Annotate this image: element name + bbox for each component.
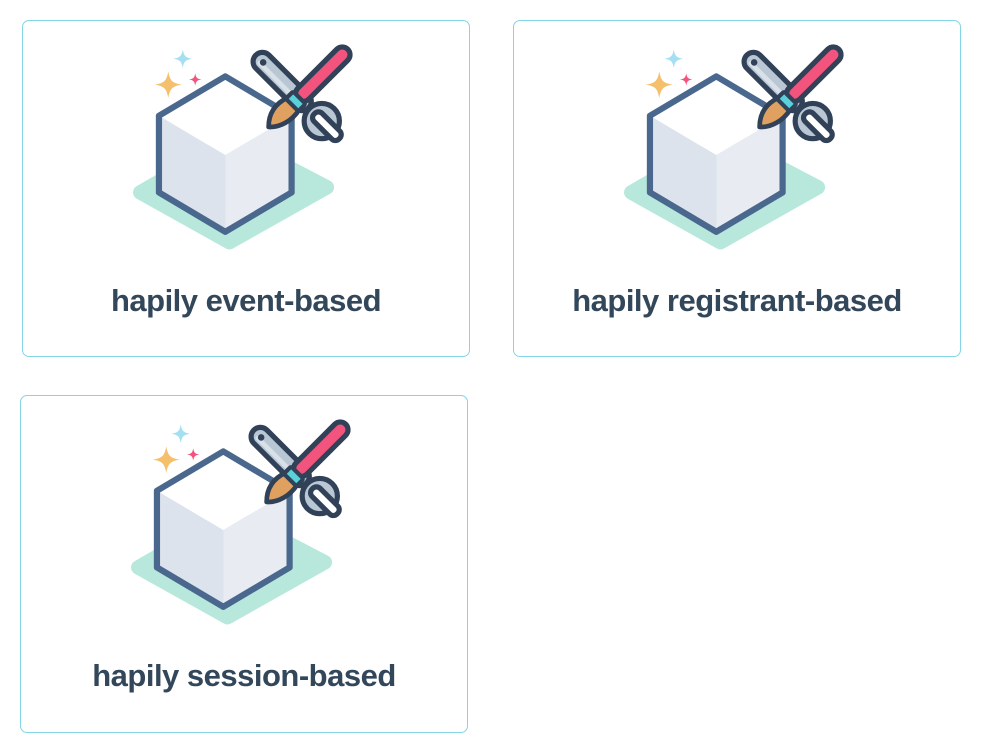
custom-object-builder-icon — [132, 37, 360, 265]
custom-object-builder-icon — [623, 37, 851, 265]
object-card-registrant-based[interactable]: hapily registrant-based — [513, 20, 961, 357]
object-card-event-based[interactable]: hapily event-based — [22, 20, 470, 357]
object-type-label: hapily session-based — [92, 658, 396, 693]
object-card-session-based[interactable]: hapily session-based — [20, 395, 468, 733]
object-type-label: hapily registrant-based — [572, 283, 902, 318]
object-type-label: hapily event-based — [110, 283, 382, 318]
custom-object-builder-icon — [130, 412, 358, 640]
